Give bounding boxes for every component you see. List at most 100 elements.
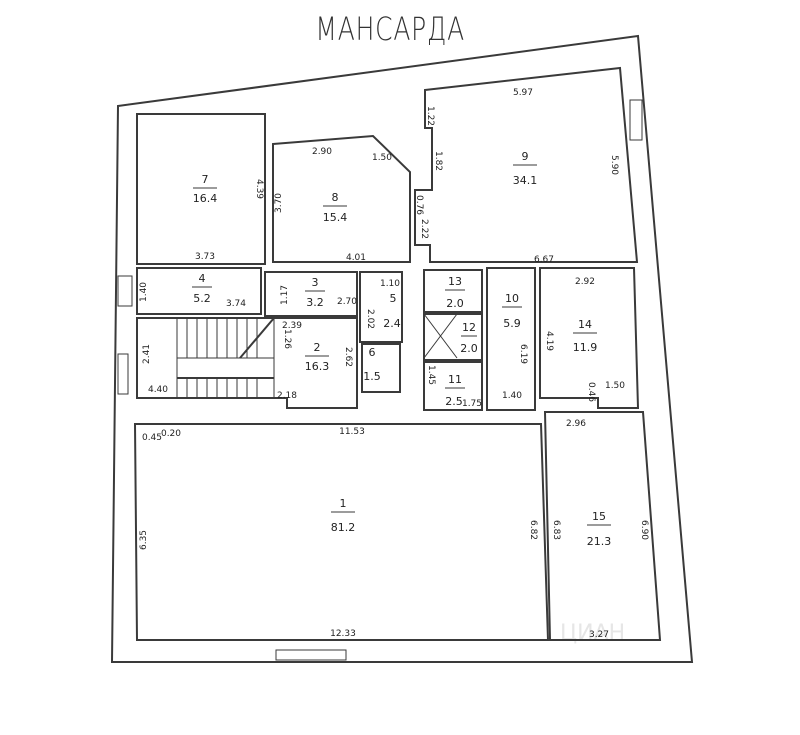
- staircase: [176, 317, 275, 399]
- dim-r2-d: 2.41: [142, 344, 152, 364]
- svg-text:15: 15: [592, 510, 606, 523]
- dim-r1-top: 11.53: [339, 427, 365, 437]
- svg-text:5.9: 5.9: [503, 317, 521, 330]
- dim-r14-w: 1.50: [605, 381, 625, 391]
- svg-text:5.2: 5.2: [193, 292, 211, 305]
- dim-r5-h: 2.02: [365, 309, 375, 329]
- svg-text:1: 1: [340, 497, 347, 510]
- dim-r15-left: 6.83: [551, 520, 561, 540]
- room-14-walls: [539, 267, 640, 409]
- svg-text:2.5: 2.5: [445, 395, 463, 408]
- svg-text:2.4: 2.4: [383, 317, 401, 330]
- dim-r3-b: 2.39: [282, 321, 302, 331]
- room-label-8: 8 15.4: [323, 191, 348, 224]
- svg-text:11.9: 11.9: [573, 341, 598, 354]
- room-5-walls: [359, 271, 403, 343]
- room-11-walls: [423, 361, 483, 411]
- dim-r9-notch: 1.22: [425, 106, 435, 126]
- room-label-1: 1 81.2: [331, 497, 356, 534]
- dim-r1-bottom: 12.33: [330, 629, 356, 639]
- dim-r15-right: 6.90: [639, 520, 649, 540]
- dim-r1-b: 0.20: [161, 429, 181, 439]
- room-label-9: 9 34.1: [513, 150, 538, 187]
- dim-r9-top: 5.97: [513, 88, 533, 98]
- dim-r7-w: 3.73: [195, 252, 215, 262]
- room-label-4: 4 5.2: [192, 272, 212, 305]
- room-6-walls: [361, 343, 401, 393]
- room-8-walls: [272, 134, 411, 263]
- room-label-11: 11 2.5: [445, 373, 465, 408]
- svg-text:34.1: 34.1: [513, 174, 538, 187]
- dim-r8-bottom: 4.01: [346, 253, 366, 263]
- dim-r7-h: 4.39: [254, 179, 264, 199]
- room-13-walls: [423, 269, 483, 313]
- svg-text:2.0: 2.0: [446, 297, 464, 310]
- svg-text:10: 10: [505, 292, 519, 305]
- dim-r4-h: 1.40: [139, 282, 149, 302]
- dim-r8-top: 2.90: [312, 147, 332, 157]
- dim-r15-bottom: 3.27: [589, 630, 609, 640]
- outer-wall: [110, 34, 694, 663]
- dim-r1-a: 0.45: [142, 433, 162, 443]
- room-2-walls: [136, 317, 358, 409]
- dim-r5-w: 1.10: [380, 279, 400, 289]
- dim-r14-left: 4.19: [544, 331, 554, 351]
- room-label-10: 10 5.9: [502, 292, 522, 330]
- dim-r10-w: 1.40: [502, 391, 522, 401]
- room-12-walls: [423, 313, 483, 361]
- dim-r1-left: 6.35: [139, 530, 149, 550]
- room-label-2: 2 16.3: [305, 341, 330, 373]
- svg-text:21.3: 21.3: [587, 535, 612, 548]
- room-label-3: 3 3.2: [305, 276, 325, 309]
- room-15-walls: [543, 411, 662, 641]
- dim-r10-h: 6.19: [518, 344, 528, 364]
- svg-text:11: 11: [448, 373, 462, 386]
- window-2: [117, 353, 129, 395]
- room-label-7: 7 16.4: [193, 173, 218, 205]
- dim-r9-left: 1.82: [433, 151, 443, 171]
- svg-text:7: 7: [202, 173, 209, 186]
- dim-r8-diag: 1.50: [372, 153, 392, 163]
- svg-text:16.4: 16.4: [193, 192, 218, 205]
- room-7-walls: [136, 113, 266, 265]
- dim-r9-low: 2.22: [419, 219, 429, 239]
- svg-text:13: 13: [448, 275, 462, 288]
- dim-r4-w: 3.74: [226, 299, 246, 309]
- dim-r9-bottom: 6.67: [534, 255, 554, 265]
- room-3-walls: [264, 271, 358, 317]
- svg-text:6: 6: [369, 346, 376, 359]
- room-9-walls: [414, 66, 639, 263]
- dim-r2-c: 2.18: [277, 391, 297, 401]
- dim-r2-e: 4.40: [148, 385, 168, 395]
- svg-text:2: 2: [314, 341, 321, 354]
- svg-text:12: 12: [462, 321, 476, 334]
- svg-text:2.0: 2.0: [460, 342, 478, 355]
- dim-r3-w: 2.70: [337, 297, 357, 307]
- room-label-12: 12 2.0: [460, 321, 478, 355]
- dim-r2-b: 2.62: [343, 347, 353, 367]
- svg-text:1.5: 1.5: [363, 370, 381, 383]
- room-label-15: 15 21.3: [587, 510, 612, 548]
- room-1-walls: [133, 423, 550, 641]
- dim-r9-right: 5.90: [609, 155, 619, 175]
- svg-text:4: 4: [199, 272, 206, 285]
- svg-text:14: 14: [578, 318, 592, 331]
- dim-r8-right: 0.76: [414, 195, 424, 215]
- svg-text:5: 5: [390, 292, 397, 305]
- svg-text:3: 3: [312, 276, 319, 289]
- dim-r14-low: 0.46: [586, 382, 596, 402]
- room-4-walls: [136, 267, 262, 315]
- dim-r11-h: 1.45: [426, 365, 436, 385]
- window-1: [275, 649, 347, 661]
- room-label-6: 6 1.5: [363, 346, 381, 383]
- room-label-14: 14 11.9: [573, 318, 598, 354]
- dim-r14-top: 2.92: [575, 277, 595, 287]
- room-label-5: 5 2.4: [383, 292, 401, 330]
- dim-r11-w: 1.75: [462, 399, 482, 409]
- dim-r1-right: 6.82: [528, 520, 538, 540]
- svg-text:16.3: 16.3: [305, 360, 330, 373]
- dim-r2-a: 1.26: [282, 329, 292, 349]
- svg-text:8: 8: [332, 191, 339, 204]
- dim-r3-h: 1.17: [280, 285, 290, 305]
- window-9: [629, 99, 643, 141]
